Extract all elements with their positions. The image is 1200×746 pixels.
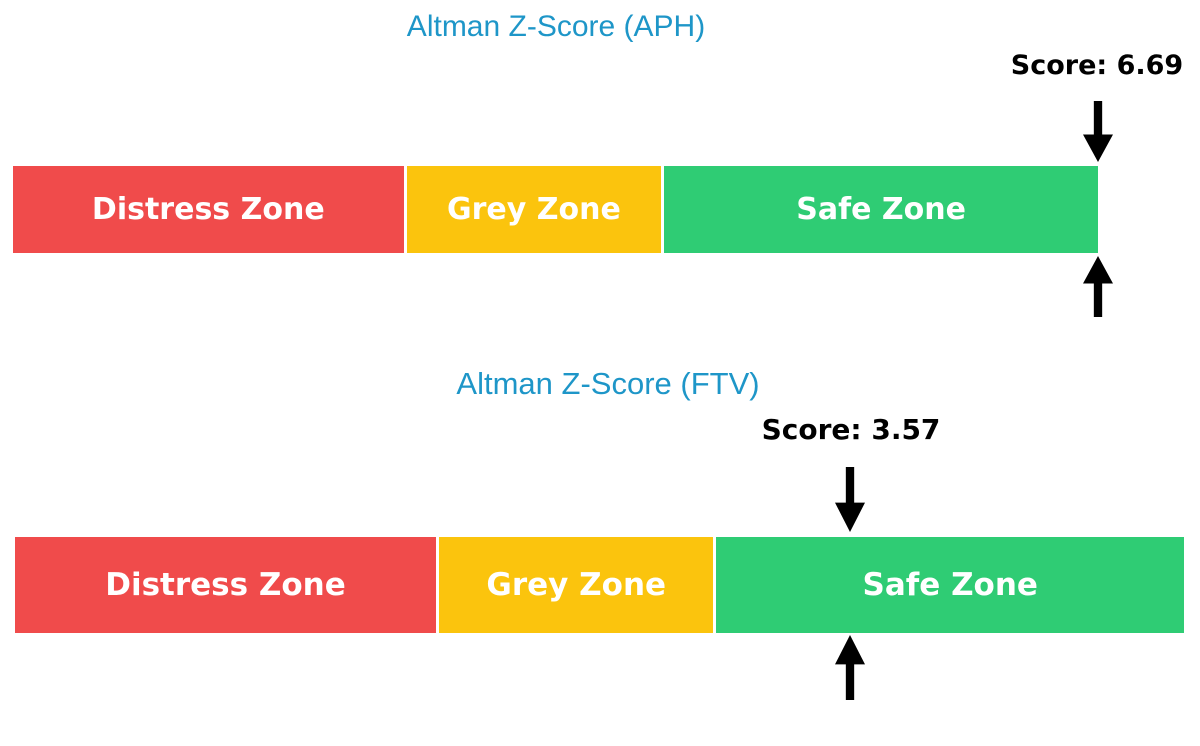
zone-segment: Distress Zone [15,537,436,633]
zone-bar: Distress Zone Grey Zone Safe Zone [15,537,1184,633]
chart-title: Altman Z-Score (APH) [406,10,706,43]
chart-title: Altman Z-Score (FTV) [456,366,760,401]
zone-bar: Distress Zone Grey Zone Safe Zone [13,166,1098,253]
zone-segment: Grey Zone [439,537,714,633]
score-label: Score: 6.69 [1010,50,1184,81]
zone-label: Grey Zone [446,192,621,227]
up-arrow-icon [834,635,865,700]
zone-label: Distress Zone [105,567,346,603]
zone-label: Distress Zone [91,192,325,227]
up-arrow-icon [1083,256,1113,317]
score-label: Score: 3.57 [761,413,941,446]
zone-segment: Safe Zone [716,537,1184,633]
zone-label: Grey Zone [486,567,667,603]
down-arrow-icon [1083,101,1113,162]
zone-segment: Grey Zone [406,166,662,253]
down-arrow-icon [834,467,865,532]
zone-label: Safe Zone [862,567,1038,603]
zone-segment: Safe Zone [664,166,1098,253]
zone-segment: Distress Zone [13,166,404,253]
zone-label: Safe Zone [796,192,966,227]
